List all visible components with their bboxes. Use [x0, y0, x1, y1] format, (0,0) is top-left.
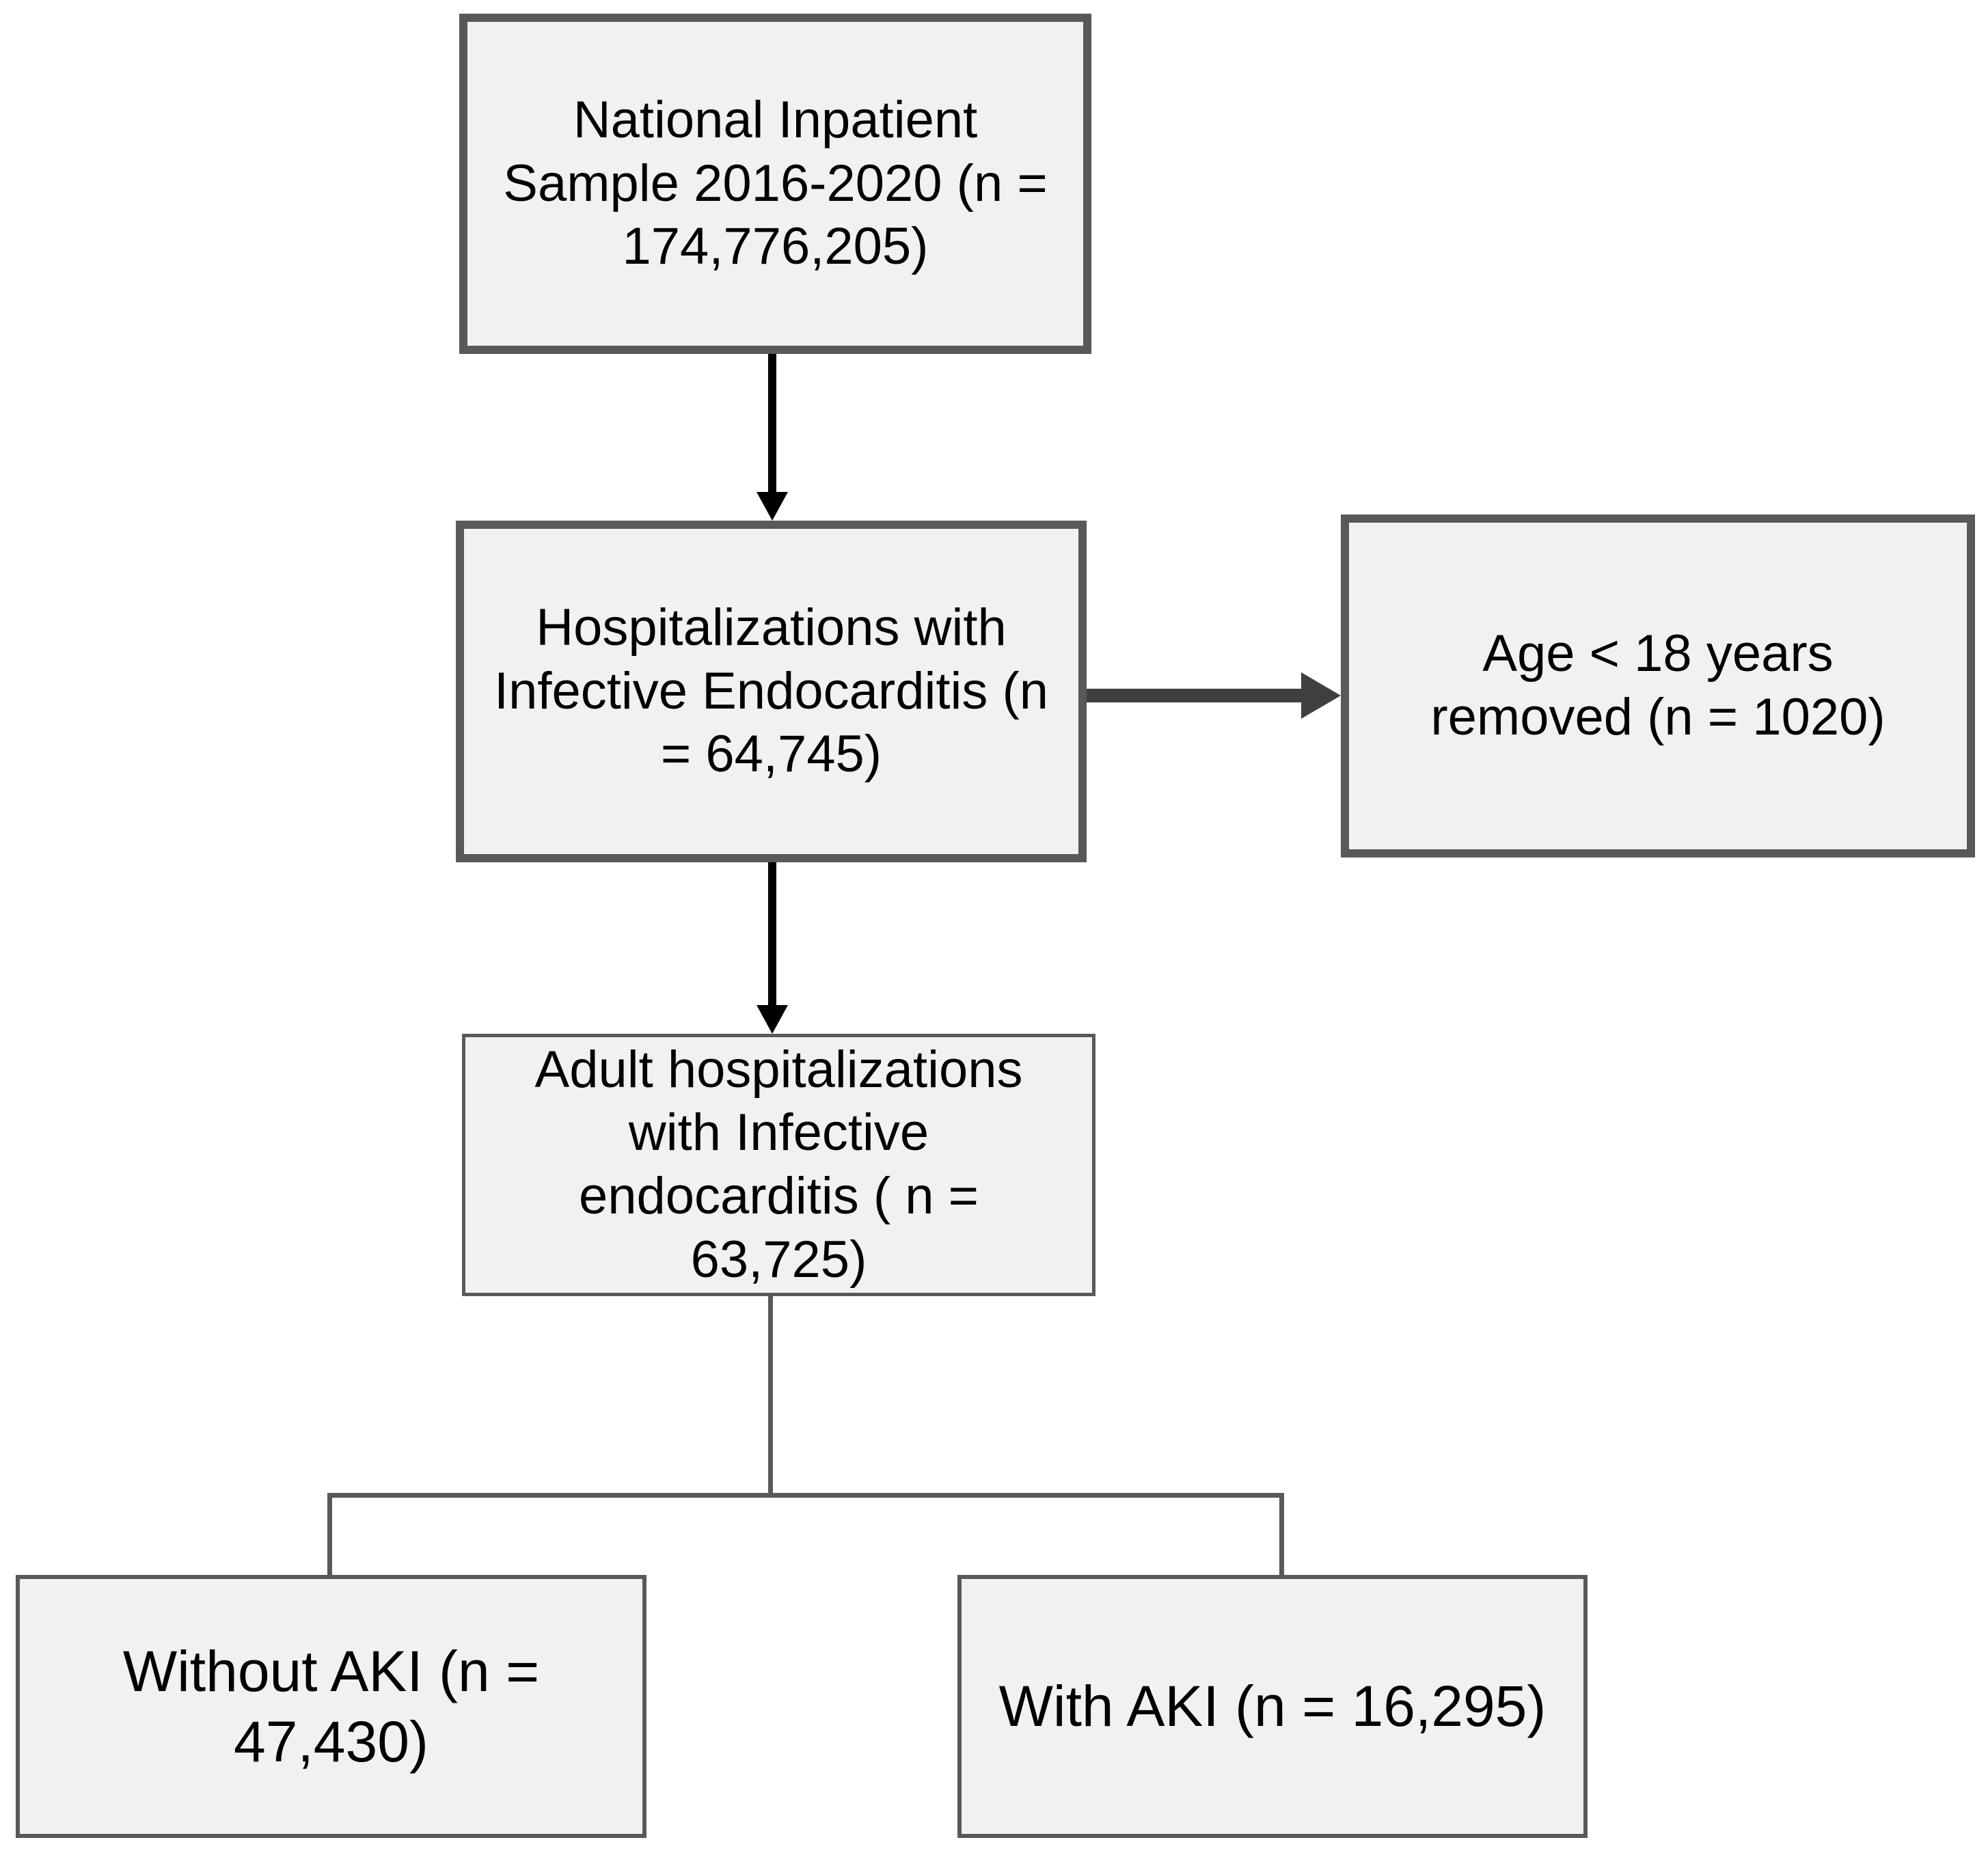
text-line: Infective Endocarditis (n: [493, 661, 1049, 720]
text-line: Sample 2016-2020 (n =: [503, 154, 1048, 212]
text-line: With AKI (n = 16,295): [998, 1674, 1547, 1739]
node-with-aki-text: With AKI (n = 16,295): [999, 1671, 1547, 1741]
text-line: Age < 18 years: [1482, 624, 1834, 683]
text-line: Hospitalizations with: [536, 598, 1007, 657]
text-line: with Infective: [628, 1103, 929, 1162]
node-hospitalizations-ie-text: Hospitalizations with Infective Endocard…: [494, 596, 1048, 786]
node-with-aki: With AKI (n = 16,295): [957, 1575, 1588, 1838]
node-age-under-18-removed: Age < 18 years removed (n = 1020): [1341, 514, 1975, 857]
arrow-nis-to-ie-head: [757, 492, 788, 521]
arrow-ie-to-adult-stem: [768, 862, 776, 1007]
text-line: = 64,745): [660, 725, 882, 784]
connector-to-with-aki-line: [1279, 1493, 1284, 1575]
node-hospitalizations-infective-endocarditis: Hospitalizations with Infective Endocard…: [456, 521, 1087, 862]
text-line: Without AKI (n =: [122, 1639, 540, 1704]
arrow-ie-to-adult-head: [757, 1005, 788, 1034]
text-line: National Inpatient: [573, 90, 978, 149]
connector-adult-down-line: [768, 1296, 773, 1498]
arrow-nis-to-ie-stem: [768, 354, 776, 496]
text-line: 174,776,205): [622, 217, 929, 276]
text-line: 47,430): [234, 1709, 428, 1774]
node-national-inpatient-sample: National Inpatient Sample 2016-2020 (n =…: [459, 14, 1091, 354]
arrow-ie-to-age-removed-head: [1301, 672, 1341, 719]
text-line: endocarditis ( n =: [578, 1167, 979, 1225]
text-line: 63,725): [690, 1230, 867, 1289]
connector-split-horizontal-line: [327, 1493, 1284, 1498]
node-age-under-18-removed-text: Age < 18 years removed (n = 1020): [1430, 622, 1885, 749]
node-national-inpatient-sample-text: National Inpatient Sample 2016-2020 (n =…: [503, 89, 1047, 279]
node-adult-hospitalizations-text: Adult hospitalizations with Infective en…: [535, 1039, 1023, 1292]
arrow-ie-to-age-removed-stem: [1087, 689, 1305, 702]
text-line: removed (n = 1020): [1430, 688, 1885, 746]
text-line: Adult hospitalizations: [534, 1040, 1023, 1099]
node-adult-hospitalizations-infective-endocarditis: Adult hospitalizations with Infective en…: [462, 1034, 1095, 1296]
connector-to-without-aki-line: [327, 1493, 332, 1575]
node-without-aki: Without AKI (n = 47,430): [16, 1575, 646, 1838]
node-without-aki-text: Without AKI (n = 47,430): [123, 1636, 539, 1776]
